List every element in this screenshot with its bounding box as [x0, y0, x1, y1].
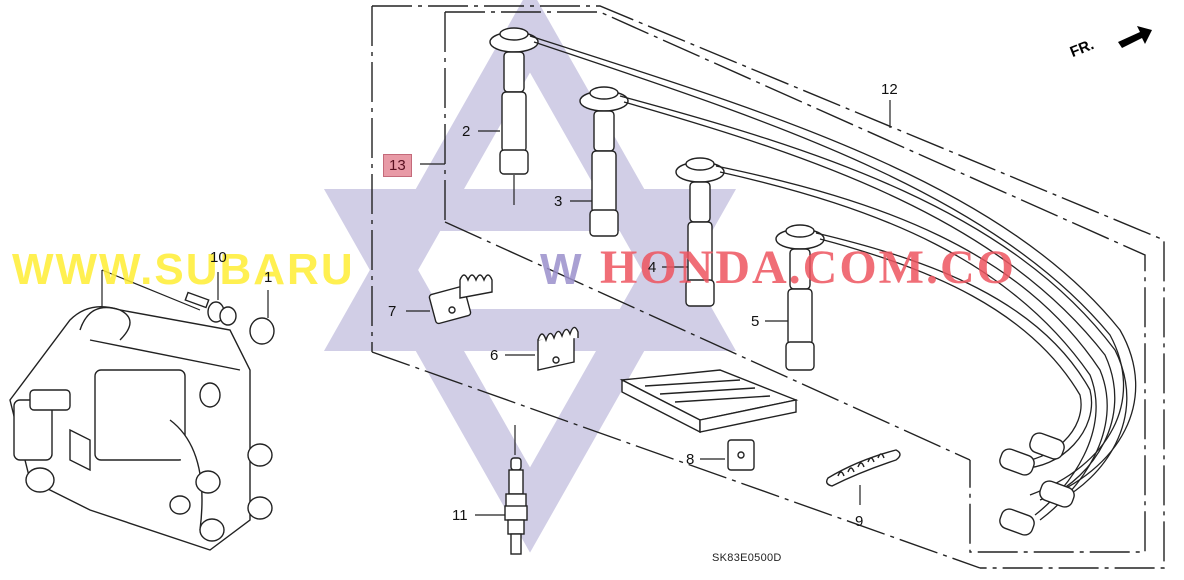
plug-wire-3 [579, 86, 629, 237]
holder-8 [619, 369, 799, 471]
watermark-text-purple: W [540, 245, 584, 294]
watermark-text-red: HONDA.COM.CO [600, 241, 1016, 294]
callout-13-highlighted: 13 [383, 154, 412, 177]
bolt-10 [184, 291, 237, 326]
clamp-6 [537, 326, 579, 371]
inner-frame-13 [444, 11, 1146, 553]
plug-wire-5 [775, 224, 825, 371]
plug-wire-2 [489, 27, 539, 175]
diagram-code: SK83E0500D [712, 552, 782, 564]
watermark-text-yellow: WWW.SUBARU [12, 245, 355, 294]
callout-3: 3 [554, 193, 563, 210]
plug-wire-4 [675, 157, 725, 307]
callout-8: 8 [686, 451, 695, 468]
distributor-boots [999, 432, 1075, 536]
front-arrow-icon [1118, 26, 1152, 48]
callout-4: 4 [648, 259, 657, 276]
callout-6: 6 [490, 347, 499, 364]
clamp-7 [428, 274, 493, 325]
callout-1: 1 [264, 269, 273, 286]
outer-frame-12 [371, 5, 1165, 569]
callout-12: 12 [881, 81, 898, 98]
clamp-9 [825, 449, 901, 487]
callout-9: 9 [855, 513, 864, 530]
spark-plug-11 [504, 457, 528, 555]
callout-5: 5 [751, 313, 760, 330]
callout-7: 7 [388, 303, 397, 320]
wire-bundle [529, 35, 1137, 521]
callout-2: 2 [462, 123, 471, 140]
distributor-assembly [9, 306, 273, 551]
callout-10: 10 [210, 249, 227, 266]
cap-1 [249, 317, 275, 345]
callout-11: 11 [452, 507, 468, 524]
